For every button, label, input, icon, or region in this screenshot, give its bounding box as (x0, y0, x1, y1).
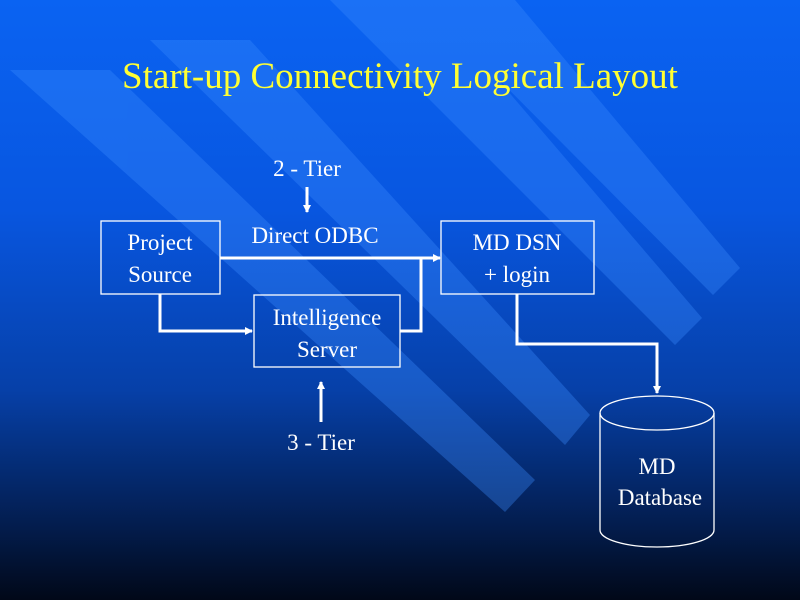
three-tier-label: 3 - Tier (287, 430, 355, 455)
md-dsn-label-2: + login (484, 262, 551, 287)
intelligence-server-label-1: Intelligence (273, 305, 382, 330)
two-tier-label: 2 - Tier (273, 156, 341, 181)
md-database-label-1: MD (638, 454, 675, 479)
connectors (158, 187, 661, 422)
project-source-label-1: Project (127, 230, 193, 255)
project-to-server-arrow (158, 294, 253, 335)
md-database-cylinder (599, 395, 715, 548)
server-to-dsn-line (400, 258, 423, 333)
md-dsn-label-1: MD DSN (473, 230, 562, 255)
project-source-label-2: Source (128, 262, 192, 287)
decorative-stripes (10, 0, 740, 512)
intelligence-server-label-2: Server (297, 337, 357, 362)
md-database-label-2: Database (618, 485, 702, 510)
direct-odbc-label: Direct ODBC (251, 223, 378, 248)
dsn-to-database-arrow (515, 294, 661, 394)
slide-title: Start-up Connectivity Logical Layout (122, 56, 679, 97)
